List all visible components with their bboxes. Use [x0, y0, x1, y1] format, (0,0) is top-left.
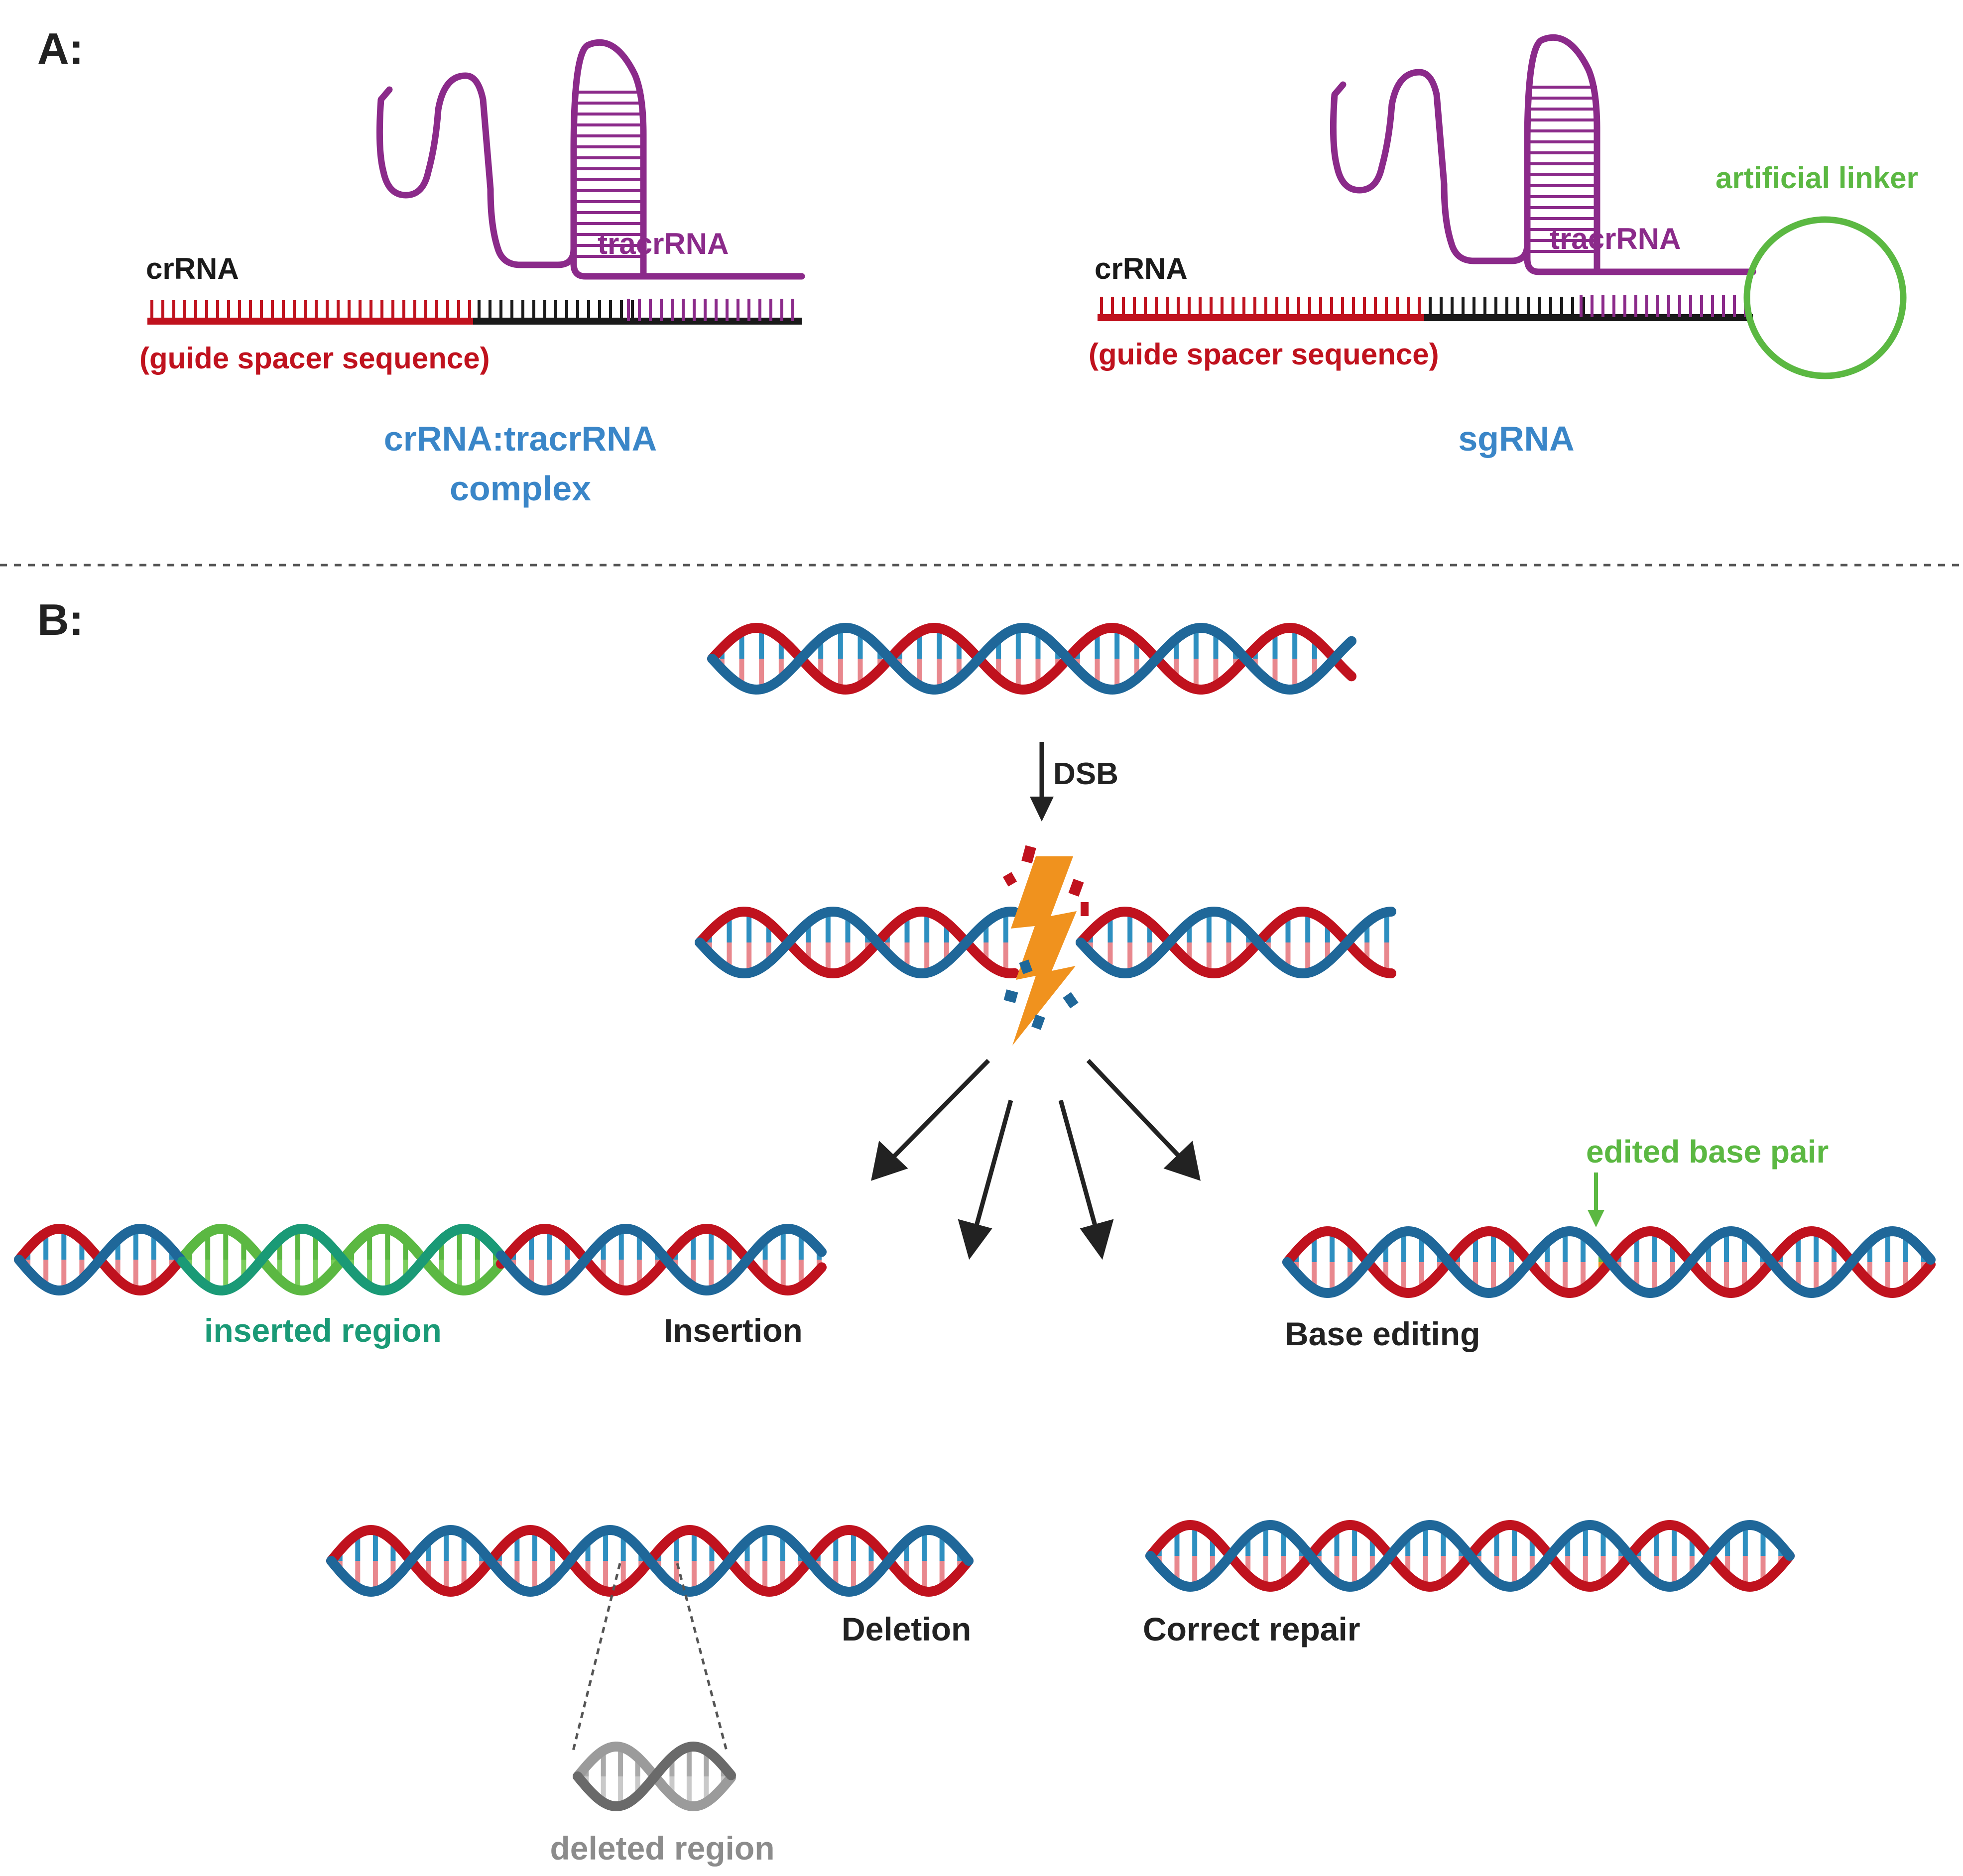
dna-strand: [14, 1223, 187, 1296]
guide-spacer-label-right: (guide spacer sequence): [1089, 338, 1439, 371]
dna-strand: [496, 1223, 827, 1296]
edited-base-pair-label: edited base pair: [1586, 1134, 1829, 1170]
dsb-label: DSB: [1053, 757, 1118, 791]
dna-strand: [326, 1524, 974, 1597]
dna-strand: [573, 1741, 736, 1812]
deleted-region-label: deleted region: [550, 1830, 774, 1867]
dna-strand: [1076, 906, 1396, 979]
dna-intact: [707, 622, 1356, 695]
dna-correct-repair: [1145, 1520, 1795, 1592]
tracrrna-label-left: tracrRNA: [598, 227, 729, 260]
artificial-linker-label: artificial linker: [1716, 161, 1918, 195]
dna-strand: [1145, 1520, 1795, 1592]
tracrrna-label-right: tracrRNA: [1550, 222, 1681, 255]
crrna-label-left: crRNA: [146, 252, 239, 285]
tracrrna-ticks: [627, 299, 794, 321]
dna-strand: [177, 1223, 506, 1296]
complex-caption-line1: crRNA:tracrRNA: [384, 419, 657, 458]
artificial-linker-loop: [1743, 216, 1907, 379]
dna-strand: [695, 906, 1019, 979]
sgrna-stem-rungs: [1527, 86, 1597, 253]
guide-spacer-label-left: (guide spacer sequence): [139, 342, 490, 375]
deletion-label: Deletion: [842, 1611, 971, 1647]
tracrrna-stem-rungs: [574, 91, 643, 258]
inserted-region-label: inserted region: [204, 1312, 442, 1349]
sgrna-tracrrna-strand: [1330, 34, 1756, 275]
crrna-tracrrna-complex: crRNA tracrRNA (guide spacer sequence) c…: [139, 39, 805, 508]
edited-base-pair-arrow: [1588, 1172, 1604, 1227]
sgrna-tracrrna-ticks: [1580, 295, 1747, 317]
dna-strand: [695, 906, 1019, 979]
dna-strand: [1282, 1226, 1936, 1298]
dna-strand: [496, 1223, 827, 1296]
panel-a-label: A:: [37, 24, 84, 73]
dna-insertion: [14, 1223, 827, 1296]
tracrrna-strand: [376, 39, 805, 280]
dna-deletion: [326, 1524, 974, 1597]
lightning-bolt-icon: [1002, 845, 1089, 1046]
dna-broken-right: [1076, 906, 1396, 979]
panel-b-label: B:: [37, 595, 84, 644]
crrna-label-right: crRNA: [1095, 252, 1188, 285]
dna-base-editing: [1282, 1226, 1936, 1298]
base-editing-label: Base editing: [1285, 1315, 1480, 1352]
dna-strand: [1076, 906, 1396, 979]
dna-strand: [707, 622, 1356, 695]
dna-deleted-region: [573, 1741, 736, 1812]
complex-caption-line2: complex: [450, 469, 591, 508]
sgrna-caption: sgRNA: [1458, 419, 1574, 458]
insertion-label: Insertion: [664, 1312, 803, 1349]
correct-repair-label: Correct repair: [1143, 1611, 1360, 1647]
sgrna: crRNA tracrRNA (guide spacer sequence) a…: [1089, 34, 1918, 458]
outcome-arrows: [871, 1058, 1201, 1260]
dsb-arrow: [1030, 742, 1054, 821]
dna-broken-left: [695, 906, 1019, 979]
